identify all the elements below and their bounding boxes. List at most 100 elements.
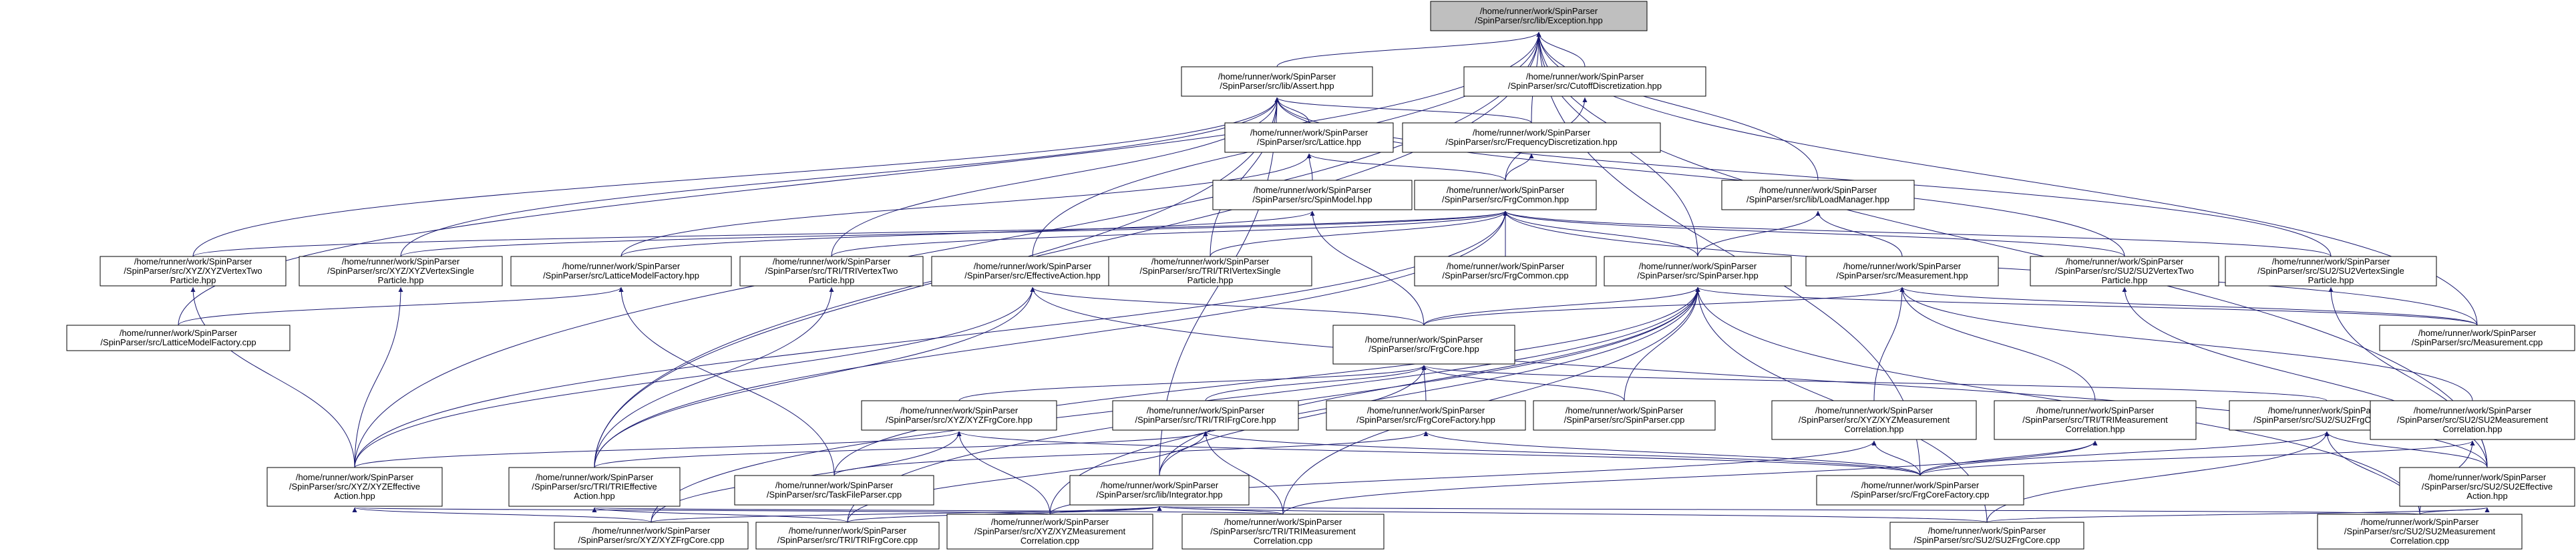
file-node[interactable]: /home/runner/work/SpinParser/SpinParser/… <box>1224 122 1394 153</box>
file-node[interactable]: /home/runner/work/SpinParser/SpinParser/… <box>2399 467 2575 507</box>
file-node-label: /home/runner/work/SpinParser <box>1250 128 1368 138</box>
file-node[interactable]: /home/runner/work/SpinParser/SpinParser/… <box>266 467 443 507</box>
file-node[interactable]: /home/runner/work/SpinParser/SpinParser/… <box>1889 522 2084 550</box>
file-node-label: /home/runner/work/SpinParser <box>991 517 1109 527</box>
file-node-label: /home/runner/work/SpinParser <box>1147 405 1265 415</box>
file-node-label: /SpinParser/src/FrgCore.hpp <box>1368 344 1479 354</box>
root-file-node[interactable]: /home/runner/work/SpinParser/SpinParser/… <box>1430 1 1648 31</box>
file-node-box <box>1430 1 1648 31</box>
file-node-label: /home/runner/work/SpinParser <box>134 256 252 266</box>
file-node[interactable]: /home/runner/work/SpinParser/SpinParser/… <box>1771 400 1977 440</box>
dependency-edge <box>1282 287 1700 515</box>
dependency-edge <box>958 365 1427 401</box>
file-node[interactable]: /home/runner/work/SpinParser/SpinParser/… <box>1212 180 1413 210</box>
dependency-edge <box>831 210 1508 257</box>
edge-line <box>1536 31 1586 67</box>
file-node-label: /home/runner/work/SpinParser <box>1224 517 1342 527</box>
file-node-label: Particle.hpp <box>378 275 424 285</box>
file-node[interactable]: /home/runner/work/SpinParser/SpinParser/… <box>2379 325 2575 351</box>
file-node[interactable]: /home/runner/work/SpinParser/SpinParser/… <box>2370 400 2575 440</box>
edge-line <box>594 287 1035 468</box>
file-node[interactable]: /home/runner/work/SpinParser/SpinParser/… <box>1181 514 1385 550</box>
file-node[interactable]: /home/runner/work/SpinParser/SpinParser/… <box>554 522 749 550</box>
file-node[interactable]: /home/runner/work/SpinParser/SpinParser/… <box>508 467 681 507</box>
dependency-edge <box>956 431 1921 476</box>
dependency-edge <box>594 431 1208 468</box>
file-node[interactable]: /home/runner/work/SpinParser/SpinParser/… <box>510 256 732 287</box>
file-node[interactable]: /home/runner/work/SpinParser/SpinParser/… <box>100 256 287 287</box>
file-node[interactable]: /home/runner/work/SpinParser/SpinParser/… <box>1721 180 1915 210</box>
file-node[interactable]: /home/runner/work/SpinParser/SpinParser/… <box>1069 475 1250 506</box>
file-node-label: /SpinParser/src/XYZ/XYZVertexTwo <box>124 266 262 276</box>
file-node[interactable]: /home/runner/work/SpinParser/SpinParser/… <box>946 514 1153 550</box>
edge-line <box>400 210 1508 257</box>
file-node[interactable]: /home/runner/work/SpinParser/SpinParser/… <box>2030 256 2219 287</box>
file-node-label: /home/runner/work/SpinParser <box>1526 71 1644 81</box>
file-node-label: /home/runner/work/SpinParser <box>974 261 1092 271</box>
file-node-box <box>1994 400 2197 440</box>
file-node[interactable]: /home/runner/work/SpinParser/SpinParser/… <box>1332 325 1515 365</box>
file-node-label: /home/runner/work/SpinParser <box>900 405 1019 415</box>
file-node-box <box>2225 256 2437 287</box>
dependency-edge <box>956 431 1051 515</box>
file-node-label: /home/runner/work/SpinParser <box>789 526 907 536</box>
file-node-box <box>554 522 749 550</box>
file-node-label: /SpinParser/src/XYZ/XYZMeasurement <box>1799 415 1950 425</box>
file-node[interactable]: /home/runner/work/SpinParser/SpinParser/… <box>1463 66 1706 97</box>
file-node[interactable]: /home/runner/work/SpinParser/SpinParser/… <box>734 475 934 506</box>
file-node-label: /home/runner/work/SpinParser <box>1928 526 2046 536</box>
dependency-edge <box>1157 506 1284 515</box>
dependency-edge <box>1306 153 1506 181</box>
file-node-label: /home/runner/work/SpinParser <box>1218 71 1336 81</box>
file-node-label: /SpinParser/src/XYZ/XYZEffective <box>289 482 420 492</box>
dependency-edge <box>1203 431 1921 476</box>
file-node[interactable]: /home/runner/work/SpinParser/SpinParser/… <box>299 256 503 287</box>
dependency-edge <box>1306 153 1313 181</box>
file-node[interactable]: /home/runner/work/SpinParser/SpinParser/… <box>1402 122 1661 153</box>
file-node[interactable]: /home/runner/work/SpinParser/SpinParser/… <box>1994 400 2197 440</box>
file-node[interactable]: /home/runner/work/SpinParser/SpinParser/… <box>1533 400 1716 431</box>
file-node-label: /home/runner/work/SpinParser <box>1367 405 1485 415</box>
file-node-label: /SpinParser/src/lib/Exception.hpp <box>1475 15 1602 25</box>
file-node-label: /SpinParser/src/SpinParser.cpp <box>1564 415 1685 425</box>
edge-line <box>1871 440 1921 476</box>
file-node[interactable]: /home/runner/work/SpinParser/SpinParser/… <box>931 256 1134 287</box>
file-node[interactable]: /home/runner/work/SpinParser/SpinParser/… <box>1414 180 1597 210</box>
edge-line <box>1030 287 1425 326</box>
dependency-edge <box>354 31 1541 468</box>
file-node[interactable]: /home/runner/work/SpinParser/SpinParser/… <box>2225 256 2437 287</box>
file-node[interactable]: /home/runner/work/SpinParser/SpinParser/… <box>1604 256 1792 287</box>
file-node[interactable]: /home/runner/work/SpinParser/SpinParser/… <box>1414 256 1597 287</box>
file-node[interactable]: /home/runner/work/SpinParser/SpinParser/… <box>1326 400 1526 431</box>
file-node-label: /SpinParser/src/EffectiveAction.hpp <box>964 270 1101 281</box>
file-node-box <box>946 514 1153 550</box>
file-node-label: Action.hpp <box>2466 491 2507 501</box>
dependency-edge <box>353 507 1051 515</box>
file-node[interactable]: /home/runner/work/SpinParser/SpinParser/… <box>861 400 1057 431</box>
file-node-label: /home/runner/work/SpinParser <box>1447 185 1565 195</box>
edge-line <box>594 31 1541 468</box>
file-node-label: /home/runner/work/SpinParser <box>1815 405 1934 415</box>
file-node-box <box>1326 400 1526 431</box>
dependency-edge <box>400 97 1280 257</box>
dependency-edge <box>1919 440 2475 476</box>
dependency-edge <box>1310 210 1425 326</box>
file-node-label: /SpinParser/src/Measurement.hpp <box>1836 270 1968 281</box>
file-node[interactable]: /home/runner/work/SpinParser/SpinParser/… <box>2317 514 2523 550</box>
file-node[interactable]: /home/runner/work/SpinParser/SpinParser/… <box>1816 475 2024 506</box>
node-layer: /home/runner/work/SpinParser/SpinParser/… <box>66 1 2575 550</box>
file-node[interactable]: /home/runner/work/SpinParser/SpinParser/… <box>1181 66 1373 97</box>
file-node[interactable]: /home/runner/work/SpinParser/SpinParser/… <box>1805 256 1999 287</box>
file-node[interactable]: /home/runner/work/SpinParser/SpinParser/… <box>1108 256 1312 287</box>
edge-line <box>178 287 624 326</box>
dependency-edge <box>1815 210 1903 257</box>
file-node-label: /SpinParser/src/SU2/SU2Effective <box>2422 482 2553 492</box>
dependency-edge <box>1274 97 2125 257</box>
file-node[interactable]: /home/runner/work/SpinParser/SpinParser/… <box>1112 400 1299 431</box>
file-node[interactable]: /home/runner/work/SpinParser/SpinParser/… <box>66 325 291 351</box>
file-node-label: /home/runner/work/SpinParser <box>1759 185 1877 195</box>
dependency-edge <box>1536 31 1921 476</box>
file-node-label: /SpinParser/src/LatticeModelFactory.cpp <box>100 337 256 347</box>
file-node[interactable]: /home/runner/work/SpinParser/SpinParser/… <box>755 522 940 550</box>
file-node[interactable]: /home/runner/work/SpinParser/SpinParser/… <box>739 256 924 287</box>
